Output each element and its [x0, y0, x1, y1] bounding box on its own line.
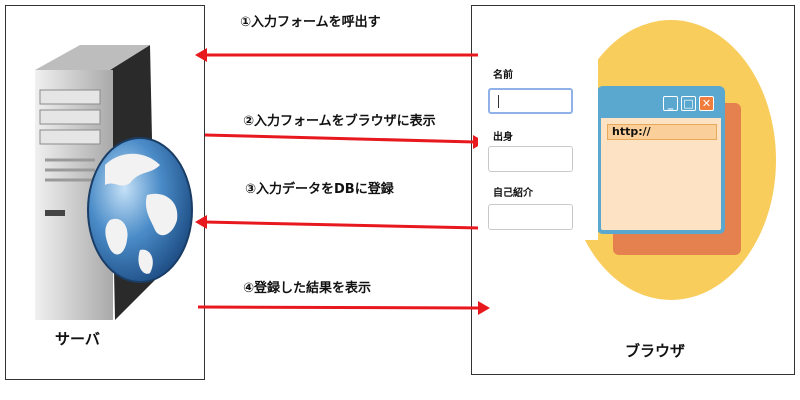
browser-caption: ブラウザ	[625, 342, 686, 360]
arrow-step3	[195, 215, 481, 230]
step2-label: ②入力フォームをブラウザに表示	[243, 114, 436, 129]
hometown-label: 出身	[493, 132, 513, 143]
step4-label: ④登録した結果を表示	[243, 281, 372, 296]
close-icon[interactable]: ✕	[699, 96, 714, 111]
server-caption: サーバ	[55, 330, 100, 348]
globe-icon	[87, 137, 193, 283]
input-form: 名前 出身 自己紹介	[478, 52, 598, 240]
maximize-icon[interactable]: □	[681, 96, 696, 111]
hometown-field[interactable]	[488, 146, 573, 172]
name-label: 名前	[493, 70, 513, 81]
arrow-step2	[204, 133, 485, 149]
self-intro-label: 自己紹介	[493, 188, 533, 199]
url-bar[interactable]: http://	[607, 124, 717, 140]
step3-label: ③入力データをDBに登録	[245, 182, 394, 197]
arrow-step1	[195, 48, 480, 62]
step1-label: ①入力フォームを呼出す	[240, 15, 381, 30]
minimize-icon[interactable]: _	[663, 96, 678, 111]
browser-window: _ □ ✕ http://	[597, 86, 725, 234]
arrow-step4	[197, 301, 490, 315]
name-field[interactable]	[488, 88, 573, 114]
text-caret	[498, 95, 499, 108]
self-intro-field[interactable]	[488, 204, 573, 230]
